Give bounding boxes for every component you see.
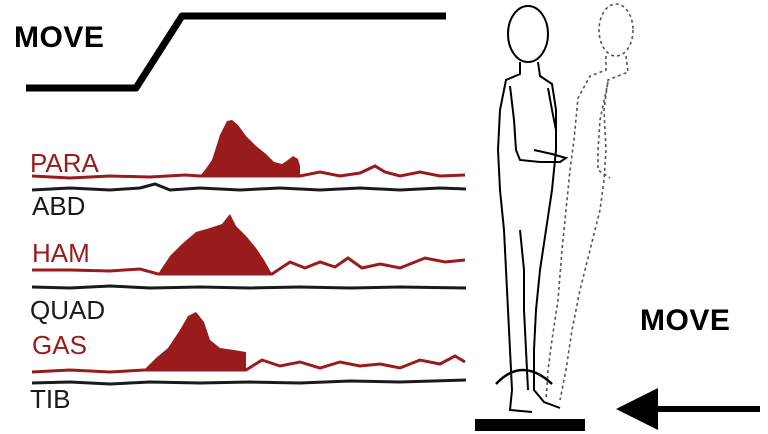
gas-burst [144,312,246,370]
abd-label: ABD [32,191,85,221]
stimulus-trace-group: MOVE [14,12,446,92]
emg-trace-tib: TIB [30,378,467,414]
gas-label: GAS [32,330,87,360]
stimulus-move-label: MOVE [14,21,104,54]
quad-baseline [31,284,467,290]
tib-baseline [31,378,467,386]
platform-move-label: MOVE [640,304,730,337]
support-platform [475,419,585,431]
platform-arrow-head-icon [616,388,658,430]
quad-label: QUAD [30,295,105,325]
para-baseline [31,164,466,180]
para-burst [200,120,300,176]
emg-trace-abd: ABD [31,182,467,221]
ham-label: HAM [32,238,90,268]
emg-trace-ham: HAM [32,214,466,276]
swayed-figure-outline [545,3,634,401]
ham-baseline [32,256,466,276]
abd-baseline [31,182,467,192]
tib-label: TIB [30,384,70,414]
para-label: PARA [30,148,100,178]
standing-figures [495,3,634,413]
emg-traces: PARA ABD HAM QUAD GAS TIB [30,120,467,414]
emg-trace-para: PARA [30,120,466,180]
ankle-arc [495,368,553,385]
gas-baseline [31,354,466,374]
ham-burst [158,214,272,274]
emg-trace-gas: GAS [31,312,466,374]
emg-trace-quad: QUAD [30,284,467,325]
platform-move-indicator: MOVE [616,304,760,430]
upright-figure-outline [496,5,569,413]
stimulus-step-line [26,12,446,92]
